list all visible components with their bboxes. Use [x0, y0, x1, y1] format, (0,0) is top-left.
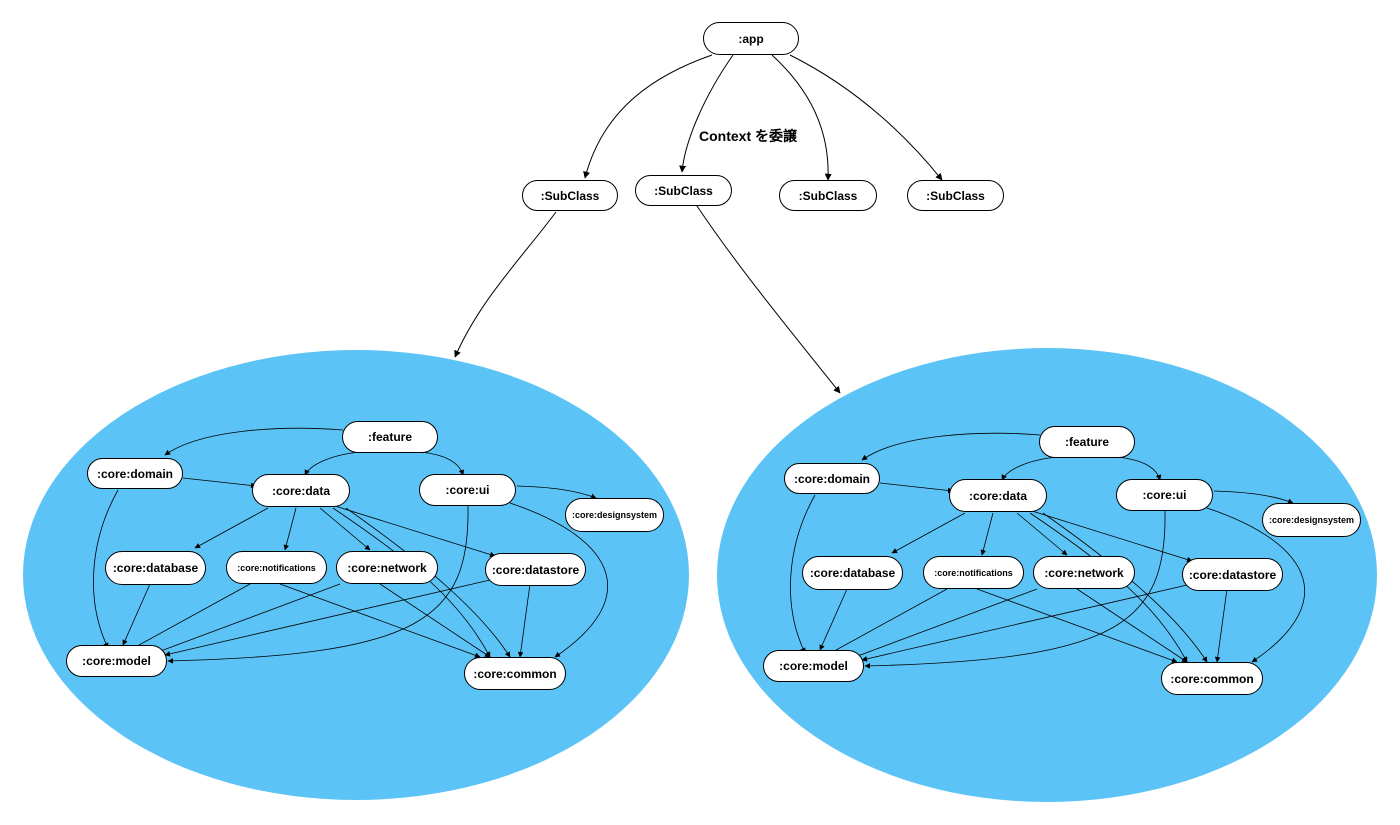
core-domain-node: :core:domain: [87, 458, 183, 489]
core-database-node: :core:database: [105, 551, 206, 585]
subclass-node-3: :SubClass: [779, 180, 877, 211]
core-network-node: :core:network: [1033, 556, 1135, 589]
edge-app-subclass-1: [583, 54, 713, 179]
subclass-node-4: :SubClass: [907, 180, 1004, 211]
core-network-node: :core:network: [336, 551, 438, 584]
core-common-node: :core:common: [464, 657, 566, 690]
core-model-node: :core:model: [763, 650, 864, 682]
edge-subclass2-module: [696, 205, 841, 394]
core-ui-node: :core:ui: [1116, 479, 1213, 511]
core-domain-node: :core:domain: [784, 463, 880, 494]
edge-subclass1-module: [454, 211, 557, 358]
core-data-node: :core:data: [949, 479, 1047, 512]
edge-app-subclass-3: [771, 54, 832, 181]
app-node: :app: [703, 22, 799, 55]
feature-node: :feature: [1039, 426, 1135, 458]
feature-node: :feature: [342, 421, 438, 453]
core-notifications-node: :core:notifications: [226, 551, 327, 584]
core-designsystem-node: :core:designsystem: [1262, 503, 1361, 537]
core-datastore-node: :core:datastore: [485, 553, 586, 586]
module-edges-right: [790, 432, 1306, 669]
edge-label-context: Context を委譲: [699, 128, 797, 144]
core-common-node: :core:common: [1161, 662, 1263, 695]
core-model-node: :core:model: [66, 645, 167, 677]
top-edges: [454, 54, 943, 394]
edge-app-subclass-2: [679, 54, 734, 173]
core-data-node: :core:data: [252, 474, 350, 507]
core-ui-node: :core:ui: [419, 474, 516, 506]
edge-app-subclass-4: [789, 54, 943, 181]
core-database-node: :core:database: [802, 556, 903, 590]
subclass-node-2: :SubClass: [635, 175, 732, 206]
core-designsystem-node: :core:designsystem: [565, 498, 664, 532]
subclass-node-1: :SubClass: [522, 180, 618, 211]
core-notifications-node: :core:notifications: [923, 556, 1024, 589]
module-edges-left: [93, 427, 609, 664]
core-datastore-node: :core:datastore: [1182, 558, 1283, 591]
